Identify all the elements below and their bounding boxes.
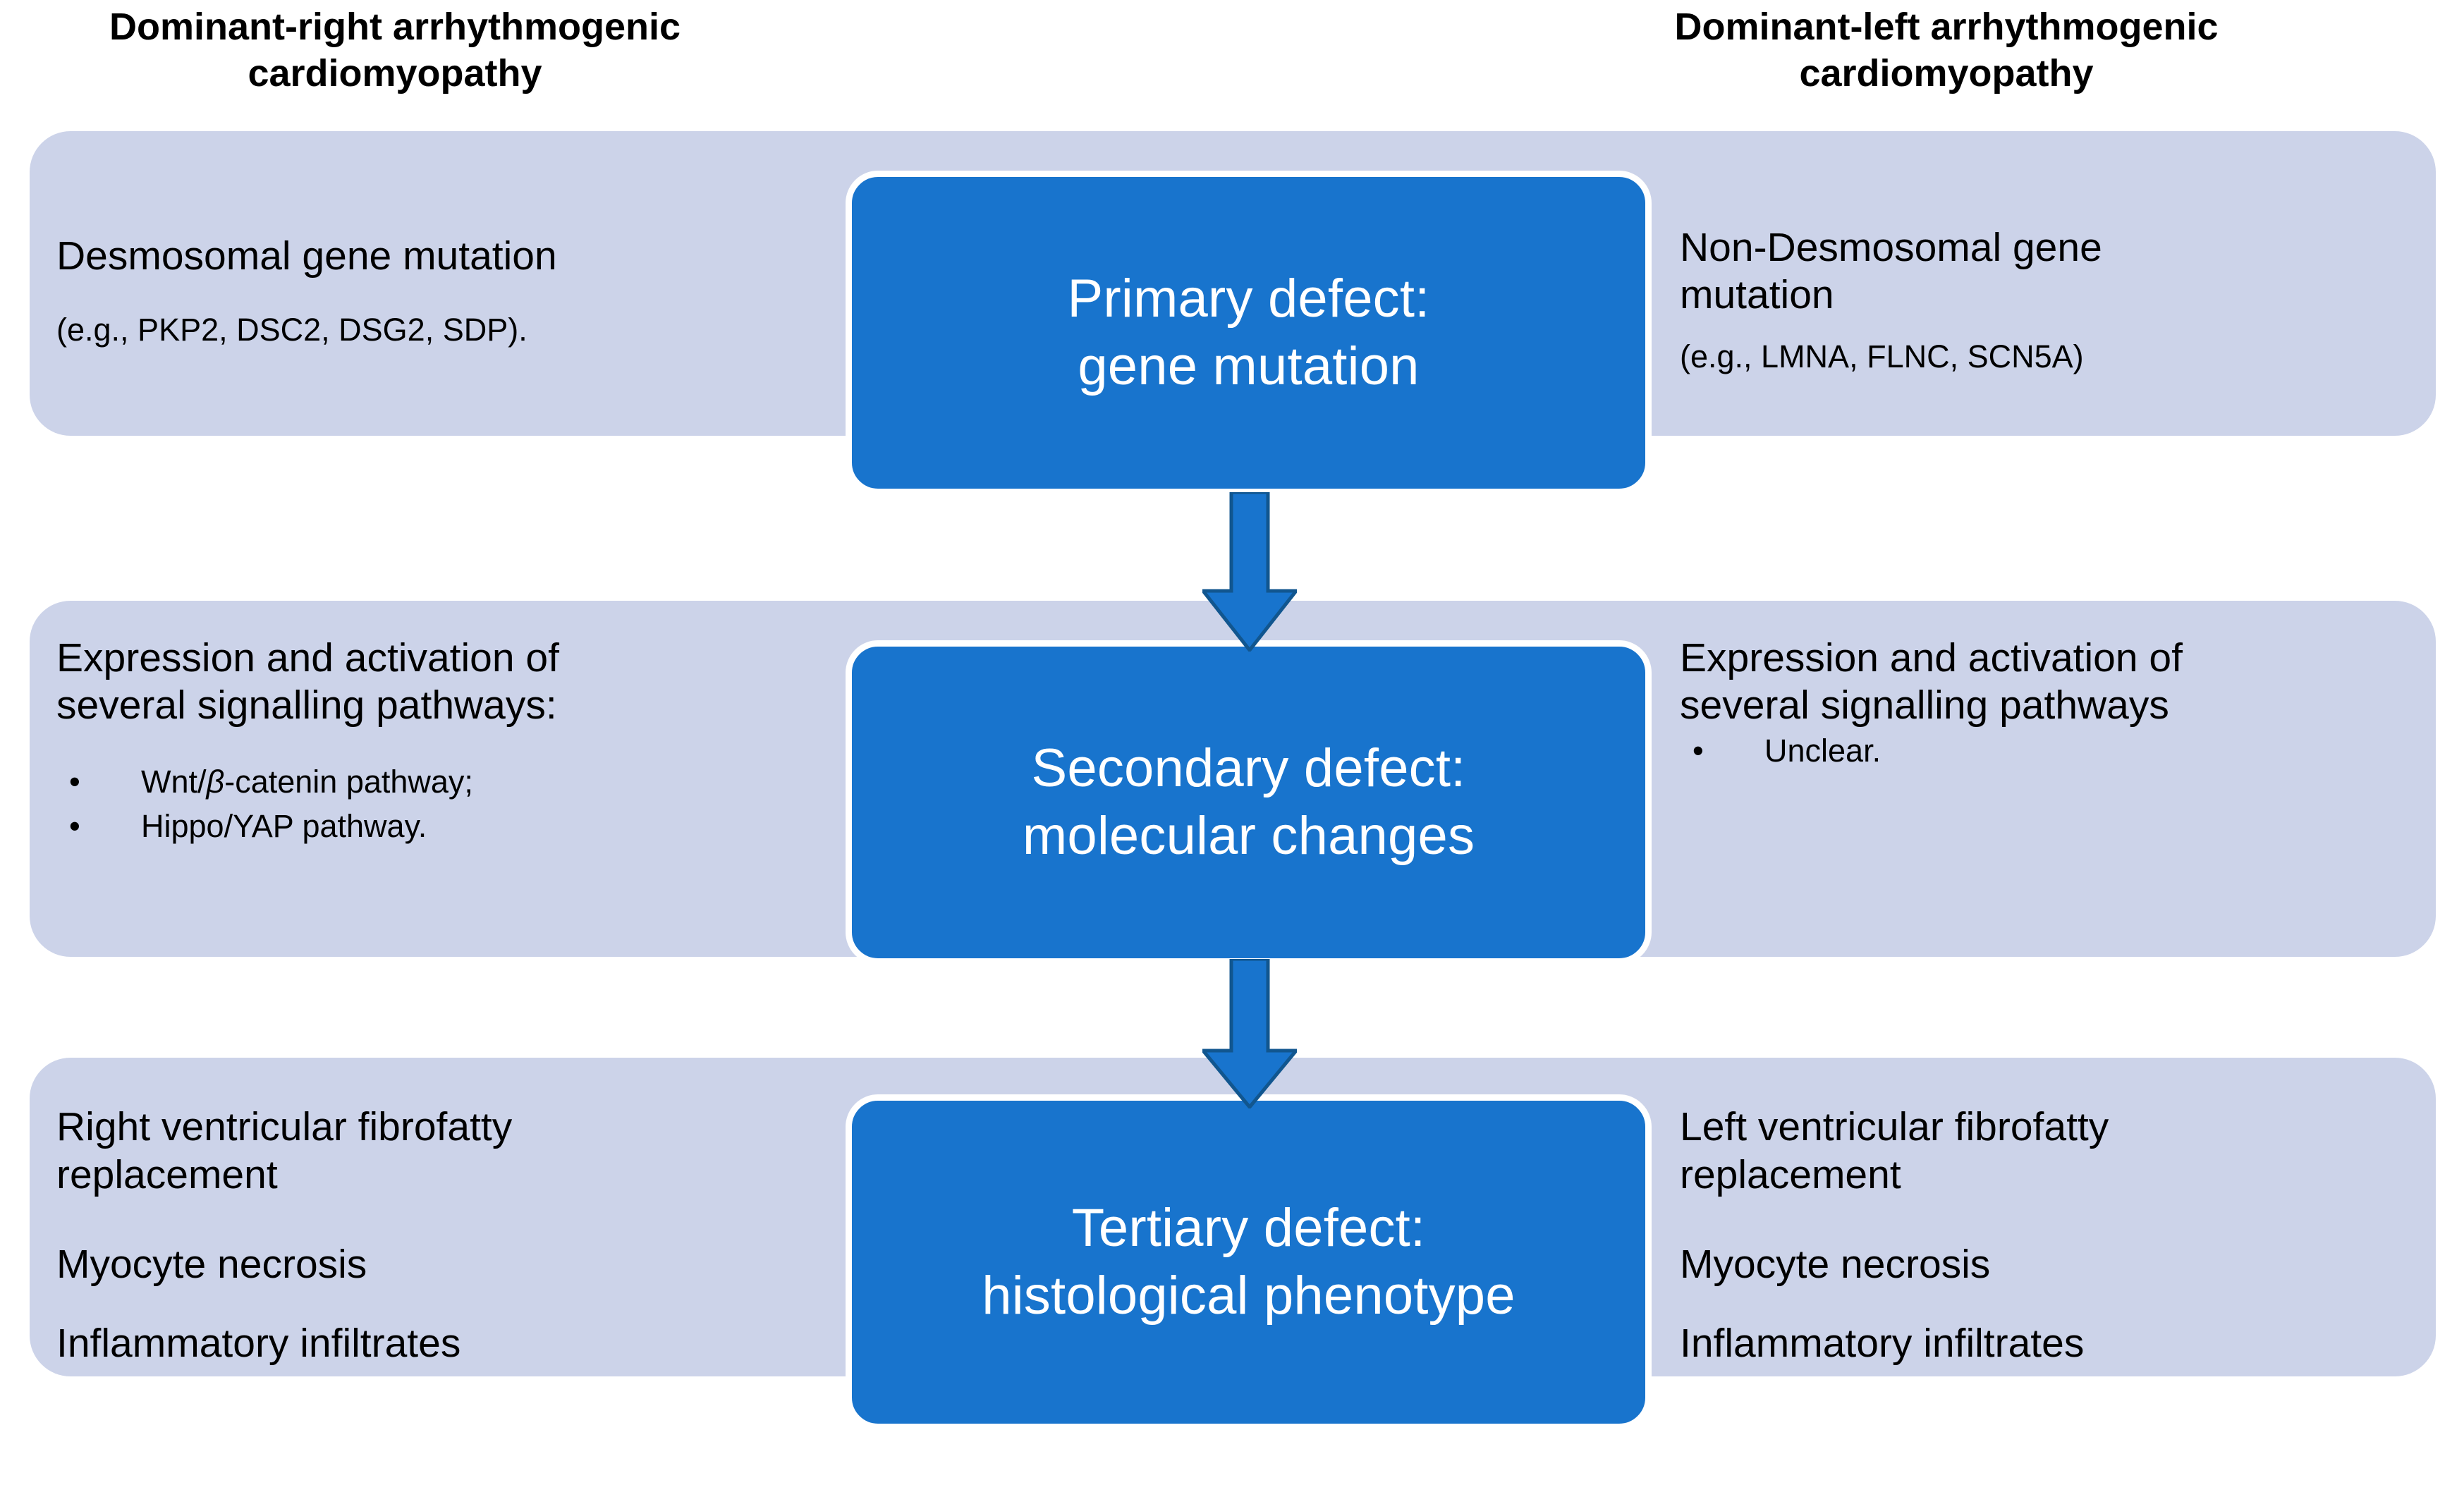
primary-right-main: Non-Desmosomal gene mutation xyxy=(1680,225,2102,318)
bullet-text-pre: Unclear. xyxy=(1764,732,1881,769)
stage-box-primary: Primary defect: gene mutation xyxy=(846,171,1652,495)
bullet-text-post: -catenin pathway; xyxy=(224,763,473,800)
row-secondary-right-text: Expression and activation of several sig… xyxy=(1680,635,2413,774)
list-item: • Hippo/YAP pathway. xyxy=(56,805,804,847)
list-item: • Unclear. xyxy=(1680,730,2413,771)
tertiary-right-line-1: Left ventricular fibrofatty replacement xyxy=(1680,1104,2109,1198)
bullet-icon: • xyxy=(69,763,80,800)
primary-right-sub: (e.g., LMNA, FLNC, SCN5A) xyxy=(1680,338,2084,374)
row-tertiary-right-text: Left ventricular fibrofatty replacement … xyxy=(1680,1103,2413,1368)
tertiary-right-line-3: Inflammatory infiltrates xyxy=(1680,1321,2085,1367)
tertiary-left-line-3: Inflammatory infiltrates xyxy=(56,1321,461,1367)
bullet-text-italic: β xyxy=(206,763,225,800)
row-primary-right-text: Non-Desmosomal gene mutation (e.g., LMNA… xyxy=(1680,224,2413,376)
secondary-right-main: Expression and activation of several sig… xyxy=(1680,635,2183,728)
stage-box-tertiary: Tertiary defect: histological phenotype xyxy=(846,1094,1652,1430)
bullet-icon: • xyxy=(69,807,80,844)
primary-left-sub: (e.g., PKP2, DSC2, DSG2, SDP). xyxy=(56,312,527,348)
tertiary-left-line-2: Myocyte necrosis xyxy=(56,1241,367,1287)
row-primary-left-text: Desmosomal gene mutation (e.g., PKP2, DS… xyxy=(56,233,804,349)
primary-left-main: Desmosomal gene mutation xyxy=(56,233,557,279)
column-heading-right: Dominant-left arrhythmogenic cardiomyopa… xyxy=(1674,6,2219,94)
column-heading-left: Dominant-right arrhythmogenic cardiomyop… xyxy=(109,6,681,94)
bullet-icon: • xyxy=(1693,732,1704,769)
bullet-text-pre: Wnt/ xyxy=(141,763,207,800)
secondary-right-bullet-list: • Unclear. xyxy=(1680,730,2413,771)
row-secondary-left-text: Expression and activation of several sig… xyxy=(56,635,804,850)
list-item: • Wnt/β-catenin pathway; xyxy=(56,761,804,802)
secondary-left-bullet-list: • Wnt/β-catenin pathway; • Hippo/YAP pat… xyxy=(56,761,804,848)
stage-box-secondary: Secondary defect: molecular changes xyxy=(846,640,1652,965)
secondary-left-main: Expression and activation of several sig… xyxy=(56,635,559,728)
bullet-text-pre: Hippo/YAP pathway. xyxy=(141,807,427,844)
down-arrow-icon xyxy=(1202,959,1297,1108)
row-tertiary-left-text: Right ventricular fibrofatty replacement… xyxy=(56,1103,804,1368)
tertiary-left-line-1: Right ventricular fibrofatty replacement xyxy=(56,1104,513,1198)
tertiary-right-line-2: Myocyte necrosis xyxy=(1680,1241,1991,1287)
down-arrow-icon xyxy=(1202,492,1297,652)
